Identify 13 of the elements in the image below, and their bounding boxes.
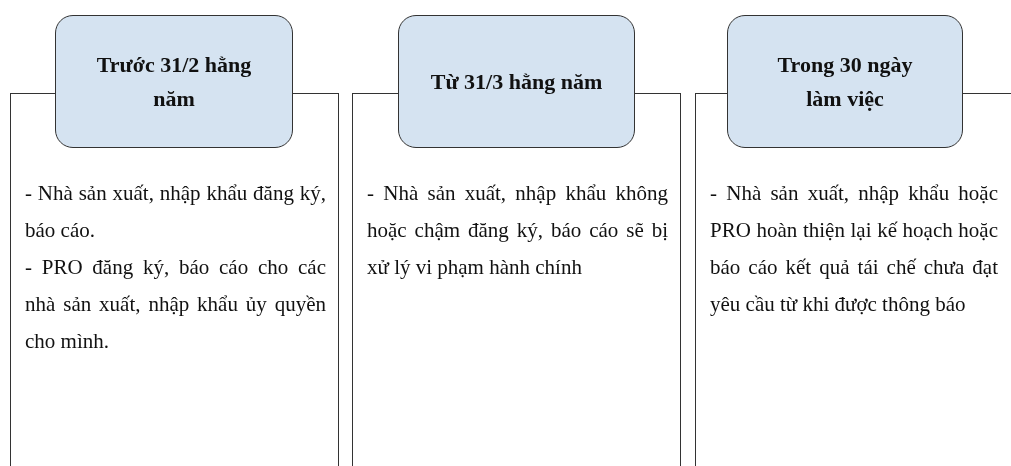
body-paragraph: - Nhà sản xuất, nhập khẩu không hoặc chậm đăng ký, báo cáo sẽ bị xử lý vi phạm hành chính <box>367 180 668 281</box>
content-panel <box>352 93 681 466</box>
body-paragraph: - Nhà sản xuất, nhập khẩu đăng ký, báo cáo. <box>25 180 326 244</box>
body-paragraph: - PRO đăng ký, báo cáo cho các nhà sản xuất, nhập khẩu ủy quyền cho mình. <box>25 254 326 355</box>
header-title: Từ 31/3 hằng năm <box>429 67 604 96</box>
body-paragraph: - Nhà sản xuất, nhập khẩu hoặc PRO hoàn thiện lại kế hoạch hoặc báo cáo kết quả tái chế chưa đạt yêu cầu từ khi được thông báo <box>710 180 998 318</box>
header-title: Trong 30 ngày làm việc <box>776 50 914 113</box>
content-panel <box>695 93 1011 466</box>
content-panel <box>10 93 339 466</box>
header-box <box>55 15 293 148</box>
header-title: Trước 31/2 hằng năm <box>95 50 253 113</box>
header-box <box>398 15 635 148</box>
header-box <box>727 15 963 148</box>
